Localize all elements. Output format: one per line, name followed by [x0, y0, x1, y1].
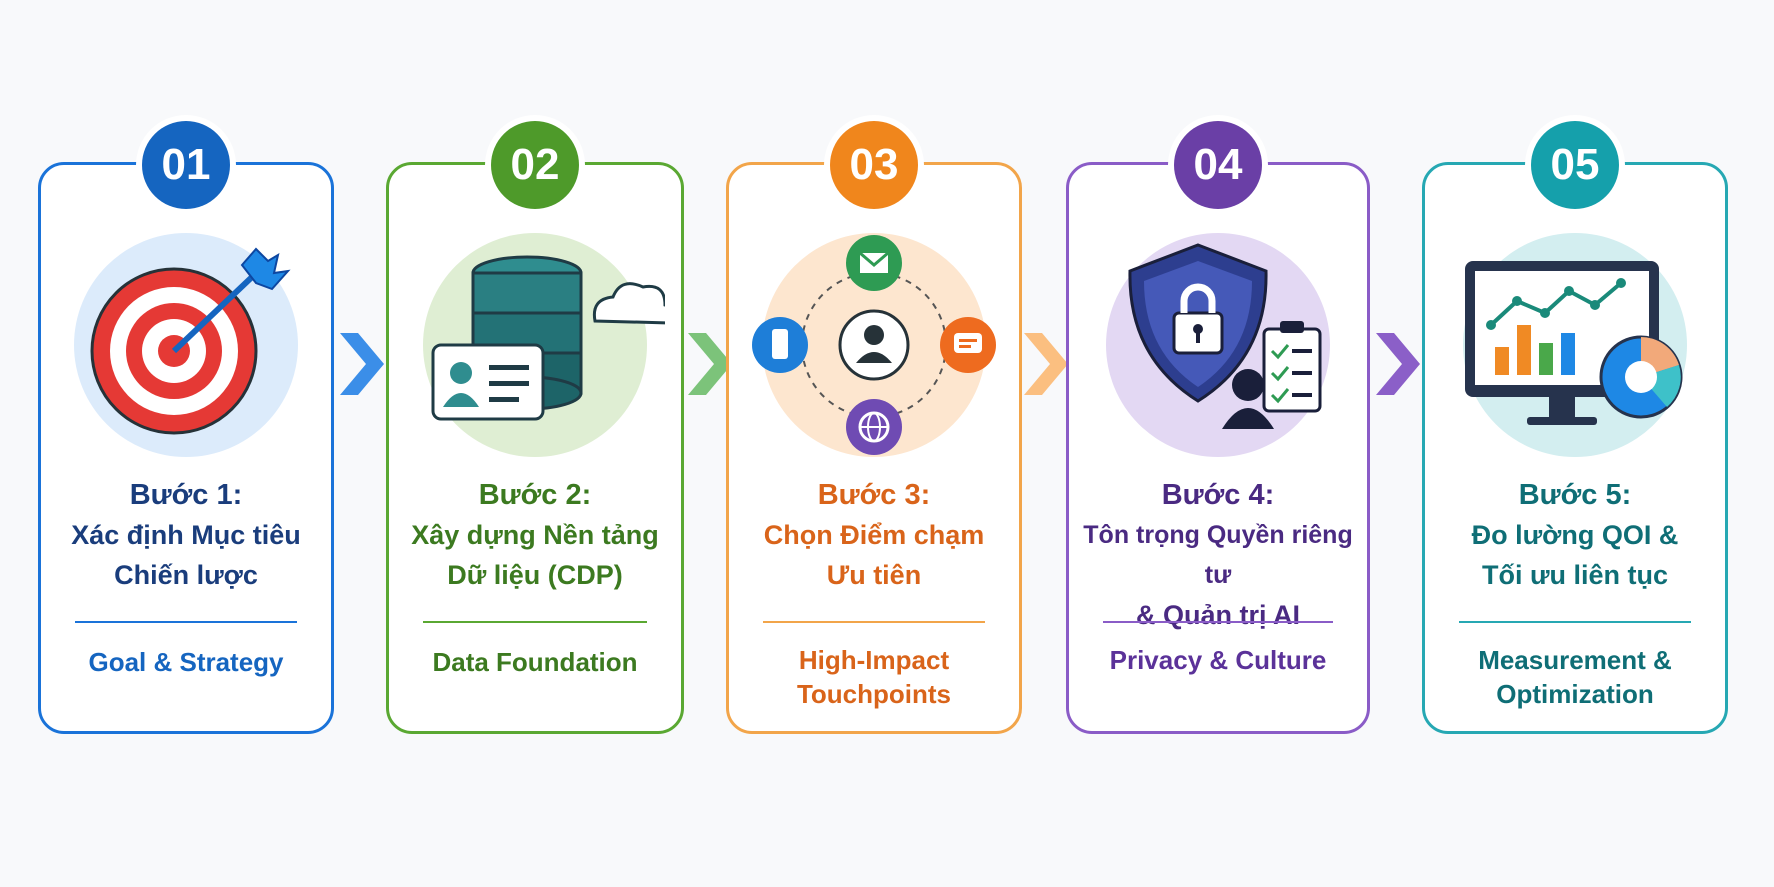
step-title-line-1: Đo lường QOI & [1471, 520, 1679, 550]
step-number-badge: 04 [1174, 121, 1262, 209]
monitor-chart-icon [1445, 225, 1705, 465]
chevron-right-icon [1376, 333, 1420, 395]
english-subtitle-line-2: Optimization [1496, 679, 1654, 709]
step-title-line-1: Xác định Mục tiêu [71, 520, 301, 550]
step-label: Bước 4: [1161, 479, 1275, 511]
step-title-line-2: Dữ liệu (CDP) [447, 560, 623, 590]
step-title-line-2: Ưu tiên [826, 560, 922, 590]
step-title-line-2: Chiến lược [114, 560, 258, 590]
english-subtitle-line-1: Data Foundation [432, 647, 638, 677]
step-title-line-1: Chọn Điểm chạm [763, 520, 985, 550]
step-card-1: 01 Bước 1: Xác định Mục tiêu Chiến lược … [38, 121, 334, 734]
chevron-right-icon [1024, 333, 1068, 395]
step-label: Bước 3: [817, 479, 931, 511]
step-card-3: 03 Bước 3: Chọn Điểm chạm Ưu tiên [726, 121, 1022, 734]
step-number-badge: 01 [142, 121, 230, 209]
english-subtitle-line-1: Goal & Strategy [88, 647, 284, 677]
step-title-line-1: Tôn trọng Quyền riêng tư [1083, 521, 1353, 589]
database-cloud-icon [405, 225, 665, 465]
step-number-badge: 05 [1531, 121, 1619, 209]
shield-lock-icon [1088, 225, 1348, 465]
english-subtitle-line-2: Touchpoints [796, 679, 952, 709]
step-title-line-1: Xây dựng Nền tảng [411, 520, 659, 550]
step-label: Bước 2: [478, 479, 592, 511]
step-label: Bước 1: [129, 479, 243, 511]
target-arrow-icon [56, 225, 316, 465]
step-card-2: 02 Bước 2: Xây dựng Nền tảng Dữ liệu (CD… [386, 121, 684, 734]
english-subtitle-line-1: High-Impact [798, 645, 950, 675]
chevron-right-icon [688, 333, 732, 395]
step-number-badge: 03 [830, 121, 918, 209]
touchpoints-network-icon [744, 225, 1004, 465]
step-label: Bước 5: [1518, 479, 1632, 511]
step-title-line-2: Tối ưu liên tục [1481, 560, 1669, 590]
divider [1103, 621, 1333, 623]
step-title-line-2: & Quản trị AI [1135, 600, 1300, 630]
step-card-5: 05 Bước 5: Đo lường QOI & Tối [1422, 121, 1728, 734]
divider [75, 621, 297, 623]
english-subtitle-line-1: Privacy & Culture [1109, 645, 1327, 675]
divider [1459, 621, 1691, 623]
divider [763, 621, 985, 623]
step-card-4: 04 Bước 4: Tôn trọng Quyền riêng tư & Qu… [1066, 121, 1370, 734]
divider [423, 621, 647, 623]
chevron-right-icon [340, 333, 384, 395]
english-subtitle-line-1: Measurement & [1478, 645, 1672, 675]
step-number-badge: 02 [491, 121, 579, 209]
